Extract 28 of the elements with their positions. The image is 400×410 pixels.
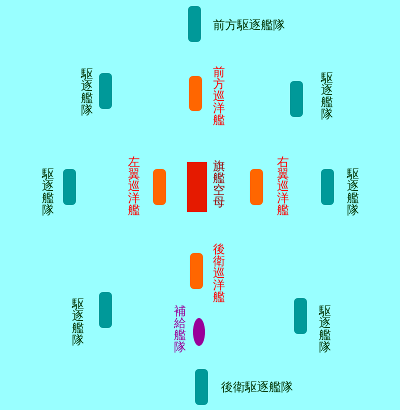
destroyer-bar [321, 169, 334, 205]
cruiser-bar [189, 76, 202, 111]
destroyer-bar [63, 169, 76, 205]
destroyer-bar [195, 369, 208, 405]
supply-ellipse [193, 318, 205, 346]
ship-label: 駆逐艦隊 [321, 72, 333, 120]
cruiser-bar [190, 253, 203, 289]
ship-label: 右翼巡洋艦 [277, 156, 289, 216]
ship-label: 駆逐艦隊 [81, 68, 93, 116]
ship-label: 後衛巡洋艦 [213, 243, 225, 303]
cruiser-bar [250, 169, 263, 205]
ship-label: 前方駆逐艦隊 [213, 19, 285, 31]
destroyer-bar [99, 292, 112, 328]
destroyer-bar [294, 298, 307, 334]
ship-label: 駆逐艦隊 [347, 168, 359, 216]
cruiser-bar [153, 169, 166, 205]
ship-label: 左翼巡洋艦 [128, 156, 140, 216]
ship-label: 駆逐艦隊 [319, 305, 331, 353]
ship-label: 前方巡洋艦 [213, 66, 225, 126]
destroyer-bar [290, 81, 303, 117]
ship-label: 後衛駆逐艦隊 [221, 381, 293, 393]
destroyer-bar [99, 73, 112, 109]
ship-label: 旗艦空母 [213, 160, 225, 208]
ship-label: 駆逐艦隊 [42, 168, 54, 216]
ship-label: 補給艦隊 [174, 305, 186, 353]
carrier-block [187, 162, 207, 212]
destroyer-bar [188, 6, 201, 42]
ship-label: 駆逐艦隊 [72, 298, 84, 346]
